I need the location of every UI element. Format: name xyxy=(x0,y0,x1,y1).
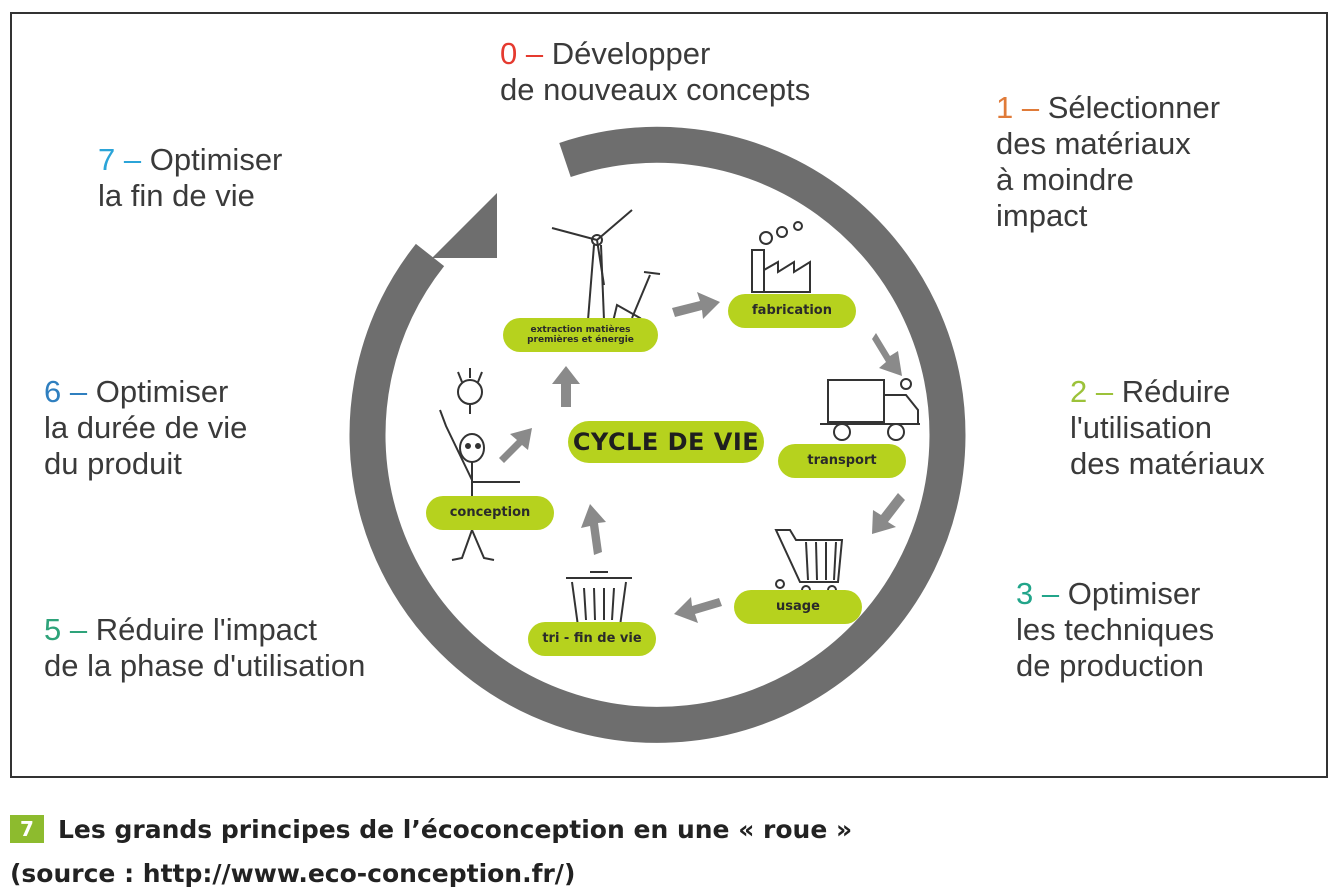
principle-2: 2 – Réduire l'utilisation des matériaux xyxy=(1070,374,1265,481)
stage-fabrication-label: fabrication xyxy=(752,303,832,318)
truck-icon xyxy=(820,378,920,441)
stage-usage-label: usage xyxy=(776,599,820,614)
stick-figure-icon xyxy=(439,368,520,561)
caption-line-2: (source : http://www.eco-conception.fr/) xyxy=(10,859,576,888)
stage-conception: conception xyxy=(426,496,554,530)
trash-can-icon xyxy=(566,571,632,627)
inner-arrows xyxy=(499,292,905,623)
principle-0-number: 0 – xyxy=(500,36,544,71)
shopping-cart-icon xyxy=(774,529,844,595)
principle-3: 3 – Optimiser les techniques de producti… xyxy=(1016,576,1215,683)
stage-fin-de-vie: tri - fin de vie xyxy=(528,622,656,656)
principle-5-number: 5 – xyxy=(44,612,88,647)
wind-turbine-icon xyxy=(551,209,633,321)
stage-extraction-line-2: premières et énergie xyxy=(527,335,634,345)
stage-extraction: extraction matières premières et énergie xyxy=(503,318,658,352)
outer-ring-arrowhead xyxy=(432,193,497,258)
stage-extraction-line-1: extraction matières xyxy=(530,325,631,335)
principle-1-number: 1 – xyxy=(996,90,1040,125)
principle-3-number: 3 – xyxy=(1016,576,1060,611)
principle-7: 7 – Optimiser la fin de vie xyxy=(98,142,283,213)
stage-usage: usage xyxy=(734,590,862,624)
principle-2-number: 2 – xyxy=(1070,374,1114,409)
principle-0: 0 – Développer de nouveaux concepts xyxy=(500,36,811,107)
stage-fin-de-vie-label: tri - fin de vie xyxy=(542,631,642,646)
outer-ring-arc xyxy=(349,126,966,743)
figure-number-badge: 7 xyxy=(10,815,44,843)
principle-7-number: 7 – xyxy=(98,142,142,177)
principle-1: 1 – Sélectionner des matériaux à moindre… xyxy=(996,90,1221,233)
principle-6: 6 – Optimiser la durée de vie du produit xyxy=(44,374,248,481)
principle-6-number: 6 – xyxy=(44,374,88,409)
stage-transport-label: transport xyxy=(807,453,877,468)
cycle-center-label: CYCLE DE VIE xyxy=(568,421,764,463)
stage-conception-label: conception xyxy=(449,505,531,520)
stage-fabrication: fabrication xyxy=(728,294,856,328)
factory-icon xyxy=(751,221,811,293)
principle-5: 5 – Réduire l'impact de la phase d'utili… xyxy=(44,612,366,683)
stage-transport: transport xyxy=(778,444,906,478)
